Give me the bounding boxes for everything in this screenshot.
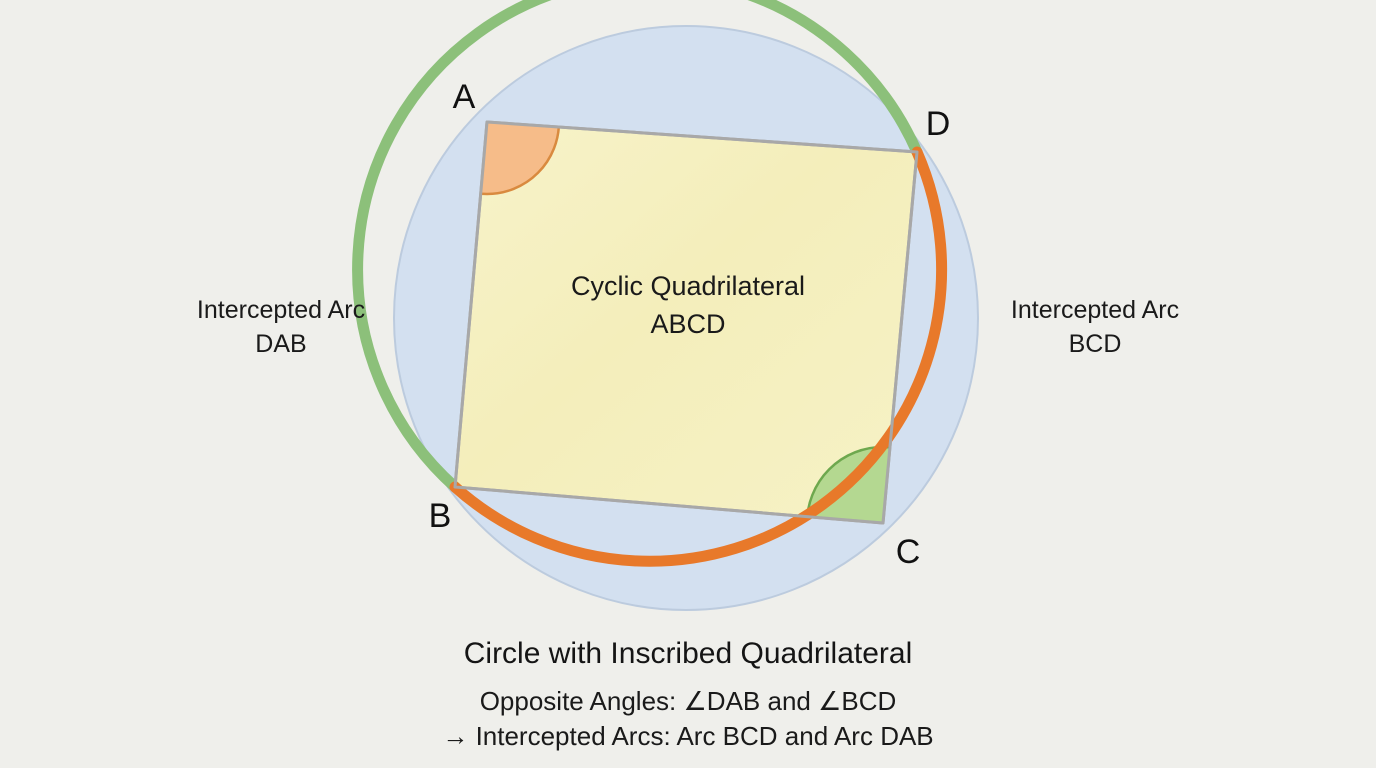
- arc-bcd-label-line1: Intercepted Arc: [1011, 296, 1179, 324]
- quadrilateral-label-line1: Cyclic Quadrilateral: [571, 271, 805, 301]
- caption-line-3: → Intercepted Arcs: Arc BCD and Arc DAB: [442, 721, 933, 751]
- arc-bcd-stroke: [449, 146, 948, 567]
- quadrilateral-label-line2: ABCD: [650, 309, 725, 339]
- vertex-label-c: C: [896, 533, 921, 571]
- arc-bcd-label-line2: BCD: [1069, 330, 1122, 358]
- arc-dab-stroke: [352, 0, 923, 493]
- vertex-label-d: D: [926, 105, 951, 143]
- caption-line-2: Opposite Angles: ∠DAB and ∠BCD: [480, 686, 897, 716]
- caption-title: Circle with Inscribed Quadrilateral: [464, 637, 913, 670]
- arc-dab-label-line1: Intercepted Arc: [197, 296, 365, 324]
- arc-dab-label-line2: DAB: [255, 330, 306, 358]
- angle-wedge-a: [466, 122, 561, 196]
- quadrilateral-outline: [453, 120, 919, 525]
- vertex-label-a: A: [453, 78, 476, 116]
- vertex-label-b: B: [429, 497, 452, 535]
